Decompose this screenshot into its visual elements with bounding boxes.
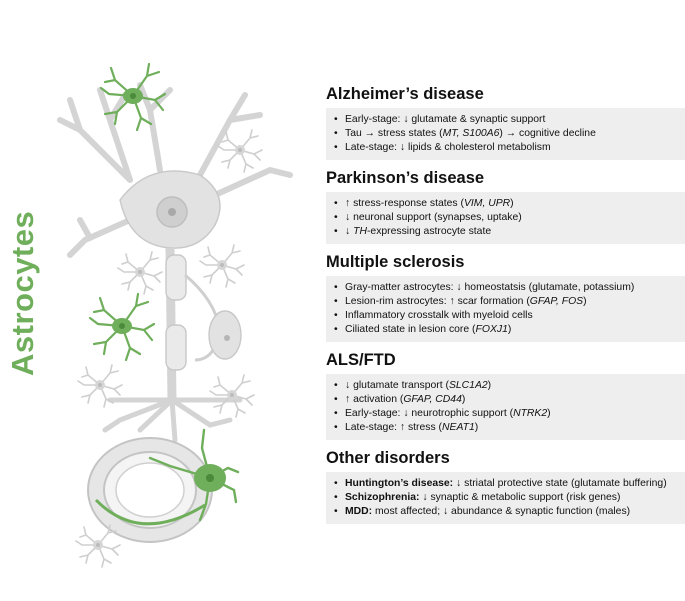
finding-text: Ciliated state in lesion core (	[345, 324, 476, 335]
finding-item: Tau → stress states (MT, S100A6) → cogni…	[334, 127, 679, 141]
finding-text: ↓ glutamate transport (	[345, 380, 449, 391]
finding-item: ↓ TH-expressing astrocyte state	[334, 225, 679, 239]
disorder-name: Schizophrenia:	[345, 492, 420, 503]
gene-name: TH	[353, 226, 367, 237]
finding-list: Gray-matter astrocytes: ↓ homeostatsis (…	[326, 276, 685, 342]
finding-text: Lesion-rim astrocytes: ↑ scar formation …	[345, 296, 530, 307]
finding-item: ↓ neuronal support (synapses, uptake)	[334, 211, 679, 225]
finding-item: Early-stage: ↓ neurotrophic support (NTR…	[334, 407, 679, 421]
finding-text: Inflammatory crosstalk with myeloid cell…	[345, 310, 533, 321]
section-title: Other disorders	[326, 449, 450, 467]
disease-section: Parkinson’s disease ↑ stress-response sta…	[326, 168, 685, 244]
disease-section: ALS/FTD↓ glutamate transport (SLC1A2)↑ a…	[326, 350, 685, 440]
gene-name: NTRK2	[513, 408, 548, 419]
finding-text: )	[510, 198, 514, 209]
finding-item: ↓ glutamate transport (SLC1A2)	[334, 379, 679, 393]
finding-text: ↑ stress-response states (	[345, 198, 464, 209]
finding-list: Early-stage: ↓ glutamate & synaptic supp…	[326, 108, 685, 160]
finding-item: Ciliated state in lesion core (FOXJ1)	[334, 323, 679, 337]
finding-text: Tau → stress states (	[345, 128, 443, 139]
finding-item: ↑ stress-response states (VIM, UPR)	[334, 197, 679, 211]
finding-text: Early-stage: ↓ neurotrophic support (	[345, 408, 514, 419]
finding-text: )	[583, 296, 587, 307]
cell-illustration	[57, 62, 293, 568]
finding-item: Early-stage: ↓ glutamate & synaptic supp…	[334, 113, 679, 127]
finding-list: ↓ glutamate transport (SLC1A2)↑ activati…	[326, 374, 685, 440]
finding-text: ↓ synaptic & metabolic support (risk gen…	[419, 492, 621, 503]
section-title: Alzheimer’s disease	[326, 85, 484, 103]
finding-text: )	[461, 394, 466, 405]
gene-name: SLC1A2	[448, 380, 488, 391]
disorder-name: Huntington’s disease:	[345, 478, 454, 489]
endfoot-astrocyte	[148, 428, 240, 522]
finding-item: Huntington’s disease: ↓ striatal protect…	[334, 477, 679, 491]
finding-item: Late-stage: ↑ stress (NEAT1)	[334, 421, 679, 435]
disorder-name: MDD:	[345, 506, 373, 517]
finding-text: ↓ striatal protective state (glutamate b…	[453, 478, 667, 489]
disease-section: Other disordersHuntington’s disease: ↓ s…	[326, 448, 685, 524]
finding-item: MDD: most affected; ↓ abundance & synapt…	[334, 505, 679, 519]
disease-section: Alzheimer’s diseaseEarly-stage: ↓ glutam…	[326, 84, 685, 160]
finding-item: ↑ activation (GFAP, CD44)	[334, 393, 679, 407]
finding-text: )	[507, 324, 512, 335]
finding-text: )	[474, 422, 479, 433]
finding-item: Schizophrenia: ↓ synaptic & metabolic su…	[334, 491, 679, 505]
section-title: ALS/FTD	[326, 351, 396, 369]
finding-text: Gray-matter astrocytes: ↓ homeostatsis (…	[345, 282, 635, 293]
finding-text: ↓ neuronal support (synapses, uptake)	[345, 212, 522, 223]
gene-name: FOXJ1	[475, 324, 508, 335]
finding-item: Gray-matter astrocytes: ↓ homeostatsis (…	[334, 281, 679, 295]
finding-list: ↑ stress-response states (VIM, UPR)↓ neu…	[326, 192, 685, 244]
finding-text: ↑ activation (	[345, 394, 404, 405]
finding-text: most affected; ↓ abundance & synaptic fu…	[372, 506, 631, 517]
finding-text: Late-stage: ↓ lipids & cholesterol metab…	[345, 142, 551, 153]
finding-text: ↓	[345, 226, 354, 237]
gene-name: GFAP, CD44	[403, 394, 462, 405]
finding-text: -expressing astrocyte state	[366, 226, 492, 237]
finding-text: ) → cognitive decline	[499, 128, 596, 139]
section-title: Multiple sclerosis	[326, 253, 465, 271]
gene-name: NEAT1	[442, 422, 475, 433]
finding-item: Late-stage: ↓ lipids & cholesterol metab…	[334, 141, 679, 155]
neuron	[57, 82, 293, 443]
finding-text: )	[487, 380, 492, 391]
gene-name: GFAP, FOS	[529, 296, 584, 307]
finding-text: Early-stage: ↓ glutamate & synaptic supp…	[345, 114, 546, 125]
finding-text: Late-stage: ↑ stress (	[345, 422, 443, 433]
disease-section: Multiple sclerosisGray-matter astrocytes…	[326, 252, 685, 342]
section-title: Parkinson’s disease	[326, 169, 485, 187]
finding-text: )	[547, 408, 551, 419]
gene-name: MT, S100A6	[442, 128, 500, 139]
gene-name: VIM, UPR	[463, 198, 511, 209]
finding-item: Lesion-rim astrocytes: ↑ scar formation …	[334, 295, 679, 309]
finding-list: Huntington’s disease: ↓ striatal protect…	[326, 472, 685, 524]
disease-panels: Alzheimer’s diseaseEarly-stage: ↓ glutam…	[326, 84, 685, 532]
blood-vessel	[87, 437, 213, 543]
finding-item: Inflammatory crosstalk with myeloid cell…	[334, 309, 679, 323]
